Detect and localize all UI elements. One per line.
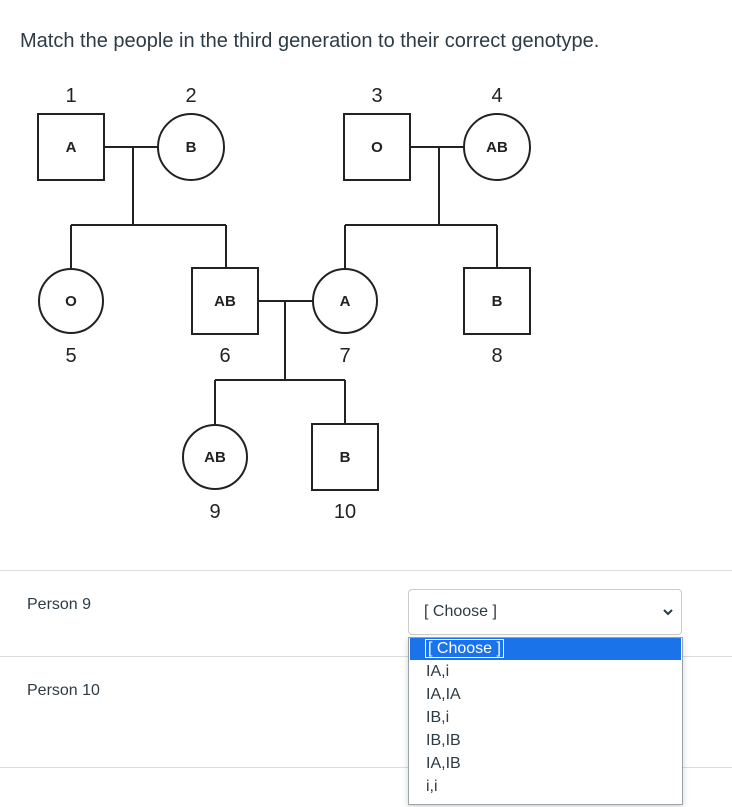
person-number: 3 — [371, 85, 382, 107]
divider — [0, 767, 732, 768]
question-text: Match the people in the third generation… — [20, 30, 600, 52]
person-genotype: AB — [214, 293, 236, 310]
person-6: AB 6 — [191, 267, 259, 367]
female-circle-icon — [312, 268, 378, 334]
match-label-person-10: Person 10 — [27, 682, 100, 699]
person-genotype: A — [66, 139, 77, 156]
person-number: 4 — [491, 85, 502, 107]
male-square-icon — [311, 423, 379, 491]
person-genotype: AB — [486, 139, 508, 156]
female-circle-icon — [38, 268, 104, 334]
match-label-person-9: Person 9 — [27, 596, 92, 613]
person-genotype: O — [65, 293, 77, 310]
person-number: 6 — [219, 345, 230, 367]
male-square-icon — [191, 267, 259, 335]
person-genotype: AB — [204, 449, 226, 466]
person-number: 10 — [334, 501, 356, 523]
person-8: B 8 — [463, 267, 531, 367]
person-2: 2 B — [157, 85, 225, 181]
dropdown-option-ia-ib[interactable]: IA,IB — [426, 755, 461, 772]
pedigree-lines — [70, 146, 498, 425]
person-number: 2 — [185, 85, 196, 107]
person-genotype: B — [186, 139, 197, 156]
select-value: [ Choose ] — [424, 603, 497, 620]
person-7: A 7 — [312, 268, 378, 367]
person-genotype: A — [340, 293, 351, 310]
person-5: O 5 — [38, 268, 104, 367]
person-10: B 10 — [311, 423, 379, 523]
person-number: 1 — [65, 85, 76, 107]
person-3: 3 O — [343, 85, 411, 181]
dropdown-option-ib-i[interactable]: IB,i — [426, 709, 450, 726]
person-1: 1 A — [37, 85, 105, 181]
dropdown-option-ib-ib[interactable]: IB,IB — [426, 732, 461, 749]
genotype-select-person-9[interactable]: [ Choose ] — [408, 589, 682, 635]
genotype-dropdown-list[interactable]: [ Choose ] IA,i IA,IA IB,i IB,IB IA,IB i… — [408, 637, 683, 805]
chevron-down-icon — [663, 609, 673, 616]
male-square-icon — [343, 113, 411, 181]
person-number: 8 — [491, 345, 502, 367]
dropdown-option-choose[interactable]: [ Choose ] — [410, 638, 681, 660]
person-genotype: B — [340, 449, 351, 466]
male-square-icon — [37, 113, 105, 181]
person-genotype: O — [371, 139, 383, 156]
person-genotype: B — [492, 293, 503, 310]
dropdown-option-ia-ia[interactable]: IA,IA — [426, 686, 461, 703]
person-4: 4 AB — [463, 85, 531, 181]
divider — [0, 656, 732, 657]
person-9: AB 9 — [182, 424, 248, 523]
female-circle-icon — [182, 424, 248, 490]
dropdown-option-ia-i[interactable]: IA,i — [426, 663, 450, 680]
male-square-icon — [463, 267, 531, 335]
pedigree-diagram: 1 A 2 B 3 O 4 AB O 5 AB 6 A 7 B 8 — [37, 85, 531, 523]
person-number: 9 — [209, 501, 220, 523]
female-circle-icon — [463, 113, 531, 181]
person-number: 7 — [339, 345, 350, 367]
person-number: 5 — [65, 345, 76, 367]
divider — [0, 570, 732, 571]
dropdown-option-i-i[interactable]: i,i — [426, 778, 438, 795]
female-circle-icon — [157, 113, 225, 181]
